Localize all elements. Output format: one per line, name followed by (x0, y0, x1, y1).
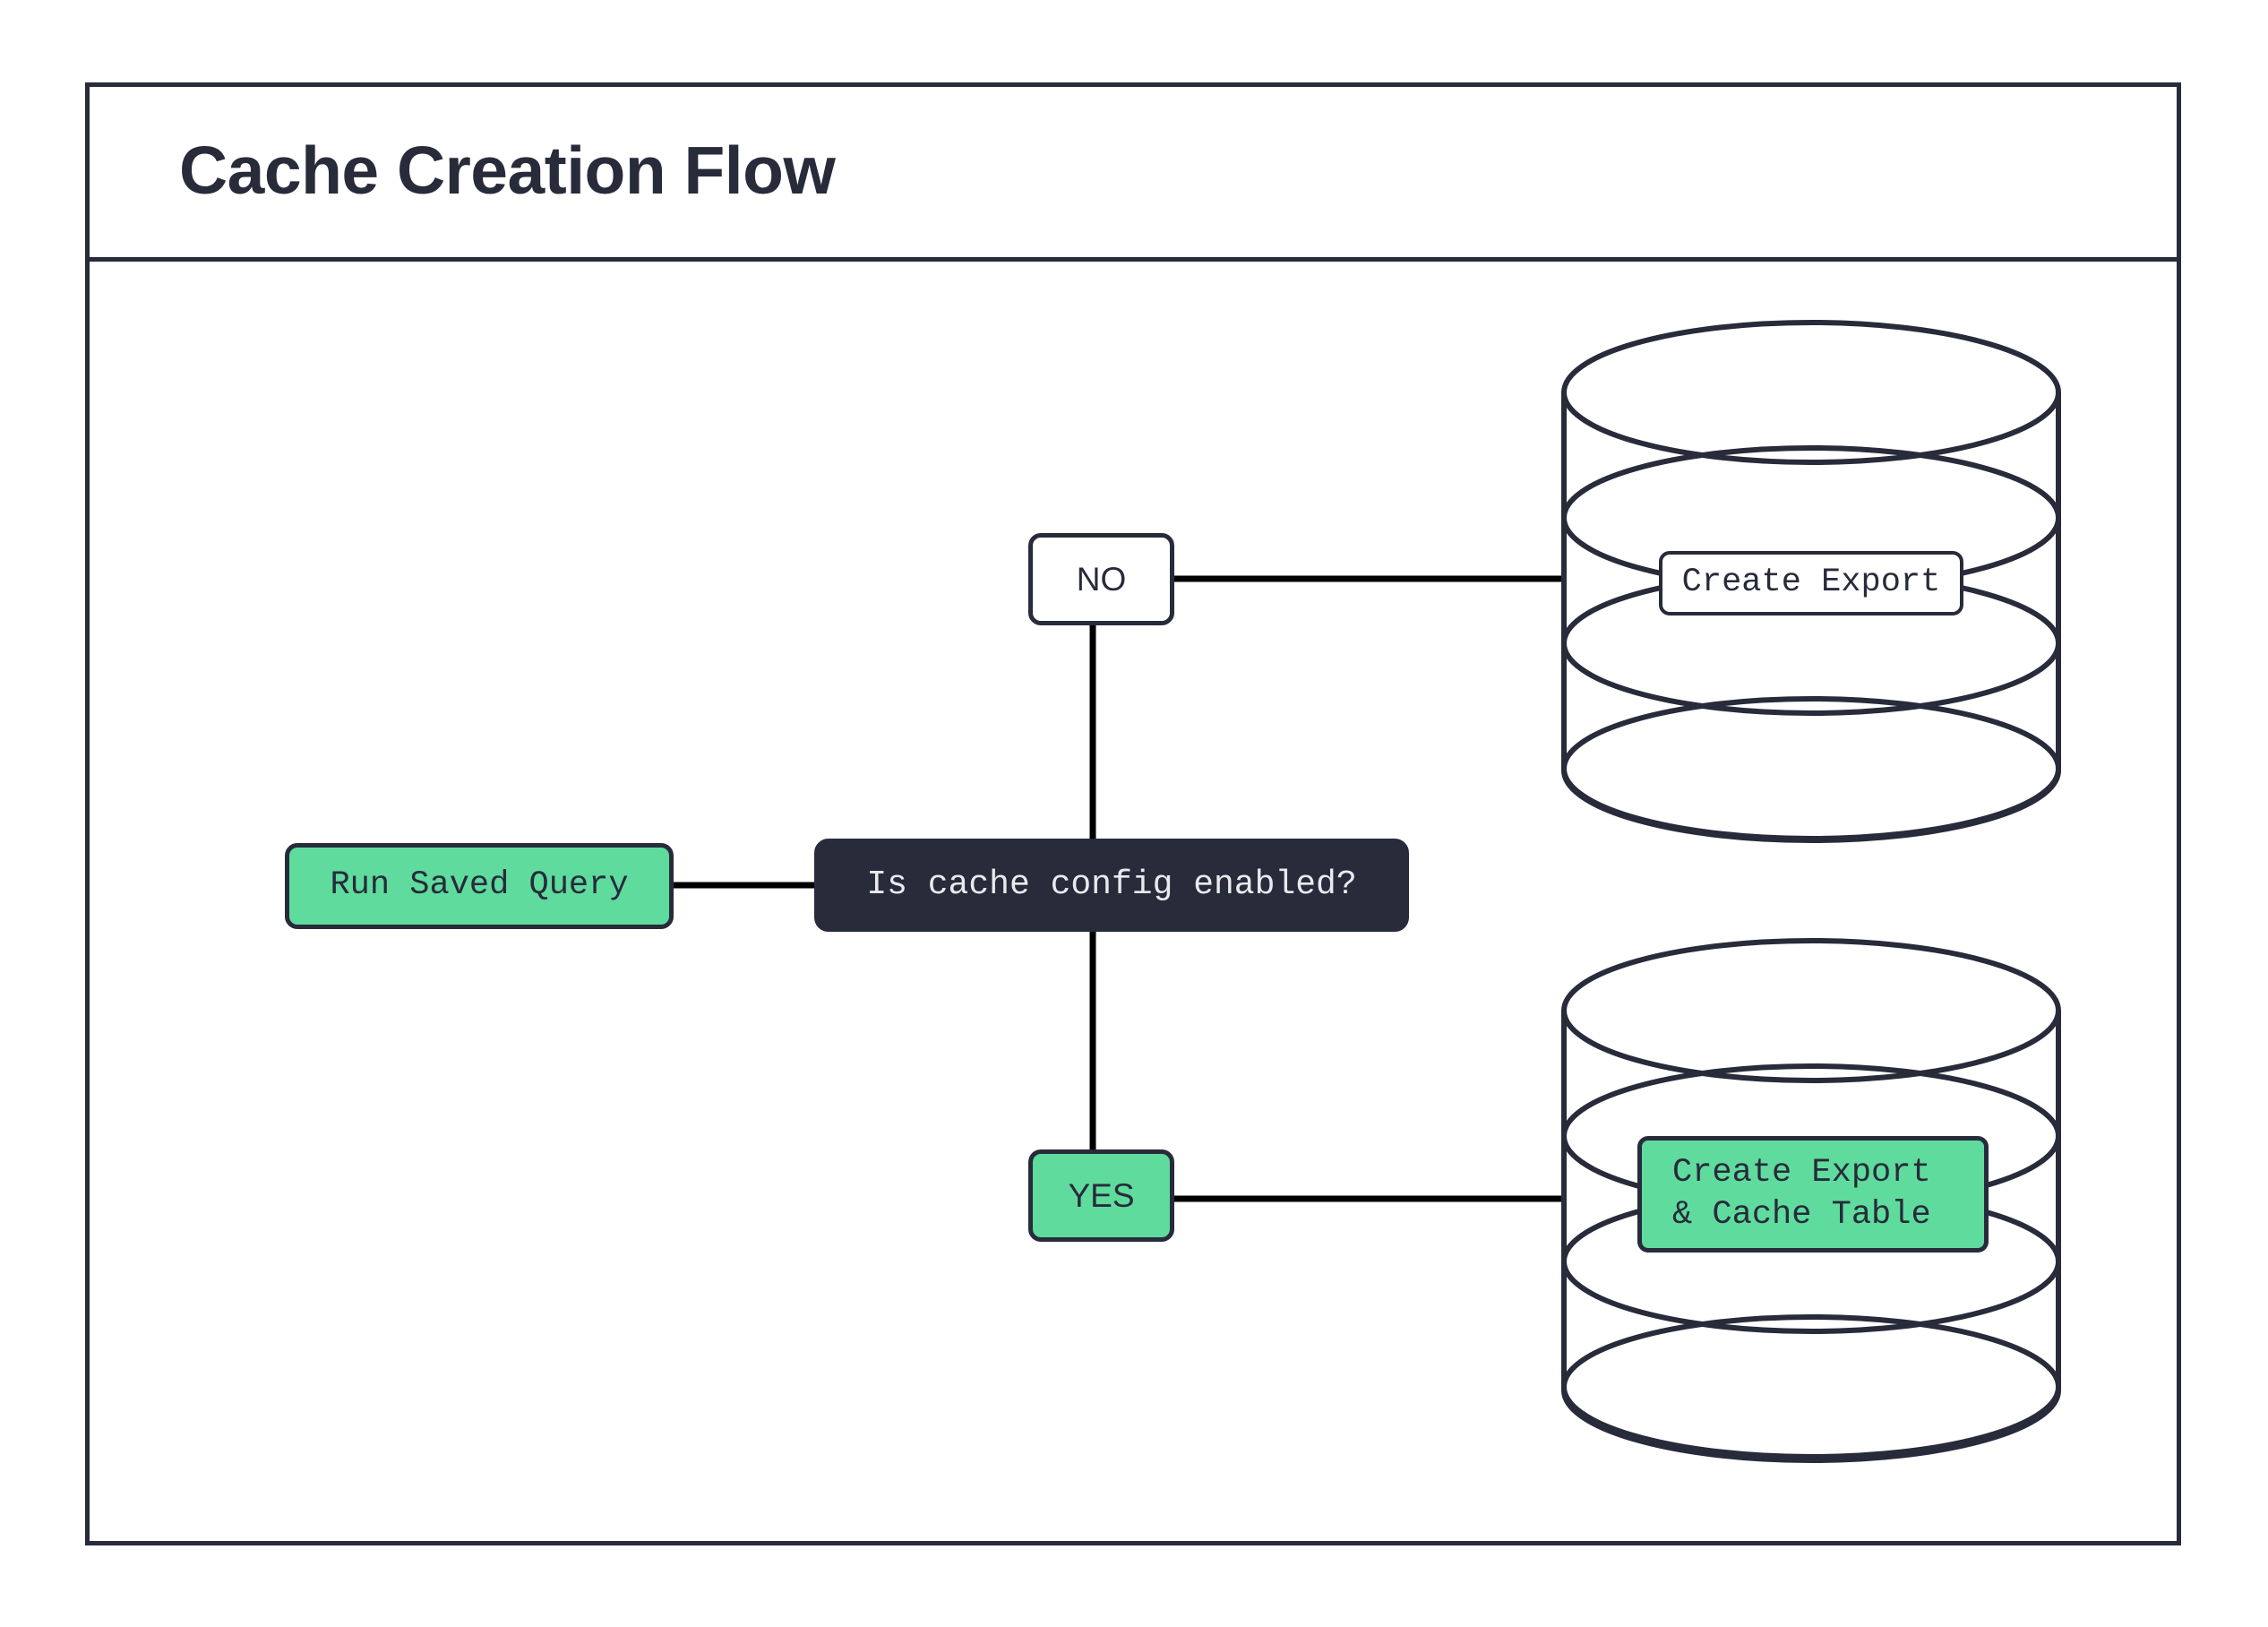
node-create-export[interactable]: Create Export (1659, 551, 1963, 616)
page-title: Cache Creation Flow (179, 132, 836, 208)
title-bar: Cache Creation Flow (85, 82, 2181, 262)
node-run-saved-query[interactable]: Run Saved Query (285, 843, 674, 929)
node-branch-no[interactable]: NO (1028, 533, 1174, 625)
node-branch-yes[interactable]: YES (1028, 1149, 1174, 1242)
node-decision-is-cache-config-enabled[interactable]: Is cache config enabled? (814, 839, 1409, 932)
diagram-frame (85, 82, 2181, 1545)
node-create-export-and-cache-table[interactable]: Create Export & Cache Table (1637, 1136, 1989, 1253)
